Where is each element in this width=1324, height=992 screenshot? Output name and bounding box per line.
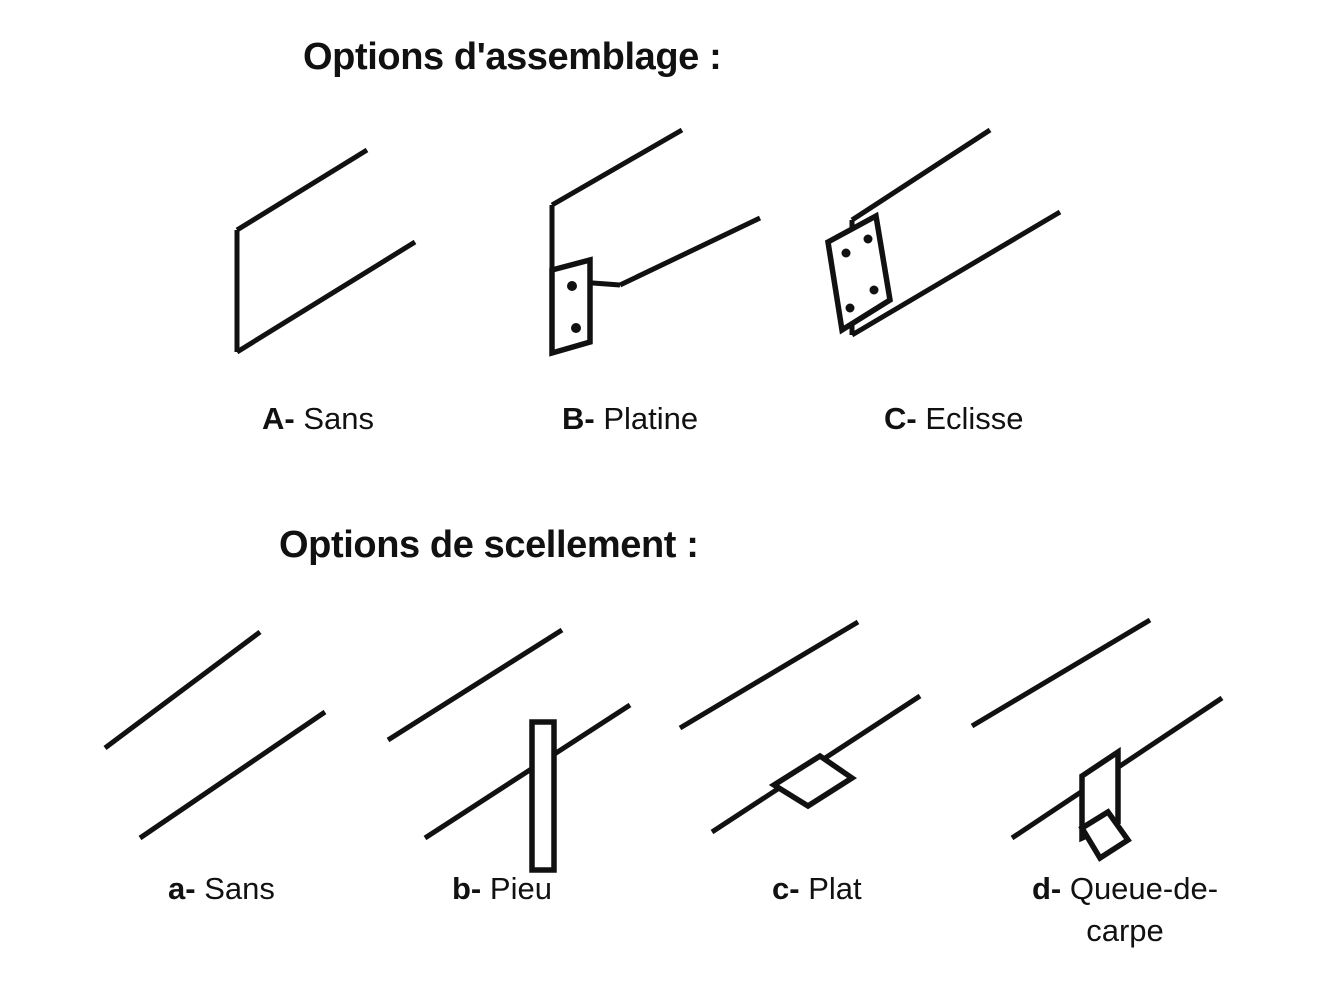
caption-name: Eclisse: [925, 401, 1024, 436]
eclisse-plate: [824, 211, 894, 335]
caption-sealing-plat: c- Plat: [772, 868, 862, 910]
caption-assembly-platine: B- Platine: [562, 398, 698, 440]
caption-name: Plat: [808, 871, 862, 906]
eclisse-hole-1: [841, 248, 851, 258]
caption-key: B-: [562, 401, 595, 436]
figure-sealing-sans: [80, 600, 360, 860]
plat-tab: [768, 752, 857, 810]
sealing-section-title: Options de scellement :: [279, 524, 699, 566]
figure-sealing-pieu: [380, 600, 660, 873]
caption-key: A-: [262, 401, 295, 436]
caption-assembly-sans: A- Sans: [262, 398, 374, 440]
caption-key: b-: [452, 871, 482, 906]
caption-sealing-queue-de-carpe: d- Queue-de-carpe: [1010, 868, 1240, 952]
platine-hole-2: [571, 323, 581, 333]
caption-key: c-: [772, 871, 800, 906]
eclisse-hole-4: [869, 285, 879, 295]
caption-name: Pieu: [489, 871, 552, 906]
caption-name: Platine: [603, 401, 699, 436]
figure-assembly-sans: [190, 120, 450, 380]
platine-plate: [549, 256, 593, 357]
caption-name: Sans: [204, 871, 275, 906]
figure-sealing-plat: [678, 600, 960, 860]
pieu-post: [529, 719, 557, 873]
assembly-section-title: Options d'assemblage :: [303, 36, 722, 78]
eclisse-hole-2: [863, 234, 873, 244]
caption-key: a-: [168, 871, 196, 906]
figure-sealing-queue-de-carpe: [950, 600, 1250, 870]
caption-sealing-pieu: b- Pieu: [452, 868, 552, 910]
assembly-figures-row: [0, 120, 1324, 420]
caption-key: C-: [884, 401, 917, 436]
platine-hole-1: [567, 281, 577, 291]
eclisse-hole-3: [845, 303, 855, 313]
caption-name: Queue-de-carpe: [1069, 871, 1219, 948]
caption-key: d-: [1031, 871, 1062, 906]
caption-sealing-sans: a- Sans: [168, 868, 275, 910]
figure-assembly-platine: [510, 120, 790, 380]
queue-de-carpe-foot: [1078, 808, 1132, 862]
figure-assembly-eclisse: [800, 120, 1100, 380]
sealing-figures-row: [0, 600, 1324, 890]
caption-assembly-eclisse: C- Eclisse: [884, 398, 1024, 440]
caption-name: Sans: [303, 401, 375, 436]
